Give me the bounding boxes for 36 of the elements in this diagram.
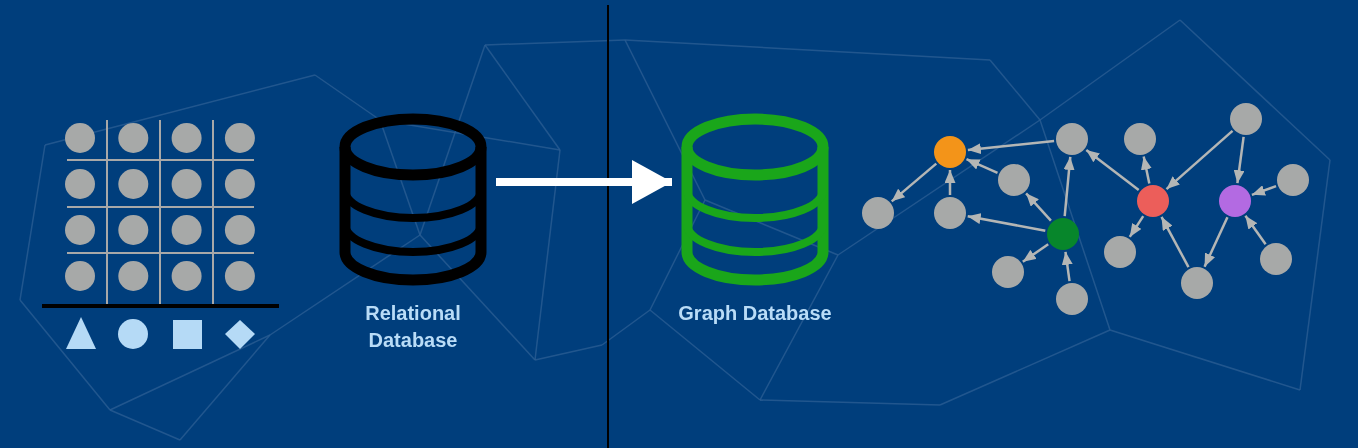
arrow xyxy=(1233,136,1245,184)
arrow xyxy=(1141,156,1152,184)
arrow xyxy=(1244,214,1267,246)
arrow xyxy=(966,158,998,174)
database-label: Graph Database xyxy=(677,301,833,326)
graph-node xyxy=(1056,283,1088,315)
graph-node xyxy=(934,197,966,229)
highlighted-graph-node xyxy=(934,136,966,168)
arrow xyxy=(1160,216,1190,268)
arrow xyxy=(1063,156,1075,217)
arrow xyxy=(890,162,938,203)
graph-node xyxy=(992,256,1024,288)
arrow xyxy=(1085,148,1140,192)
graph-node xyxy=(862,197,894,229)
arrow xyxy=(1128,215,1145,238)
graph-node xyxy=(1181,267,1213,299)
database-label: Relational Database xyxy=(364,301,462,353)
highlighted-graph-node xyxy=(1047,218,1079,250)
arrow xyxy=(1165,129,1234,191)
highlighted-graph-node xyxy=(1219,185,1251,217)
arrow xyxy=(1022,243,1049,263)
graph-node xyxy=(998,164,1030,196)
arrow xyxy=(967,213,1046,232)
highlighted-graph-node xyxy=(1137,185,1169,217)
arrow xyxy=(1061,251,1073,282)
arrow xyxy=(967,139,1055,155)
graph-node xyxy=(1230,103,1262,135)
graph-node xyxy=(1104,236,1136,268)
arrow xyxy=(1251,184,1277,197)
graph-node xyxy=(1056,123,1088,155)
graph-node xyxy=(1277,164,1309,196)
arrow xyxy=(1025,192,1052,222)
graph-node xyxy=(1260,243,1292,275)
arrow xyxy=(1203,216,1229,268)
graph-node xyxy=(1124,123,1156,155)
arrow xyxy=(944,170,956,195)
